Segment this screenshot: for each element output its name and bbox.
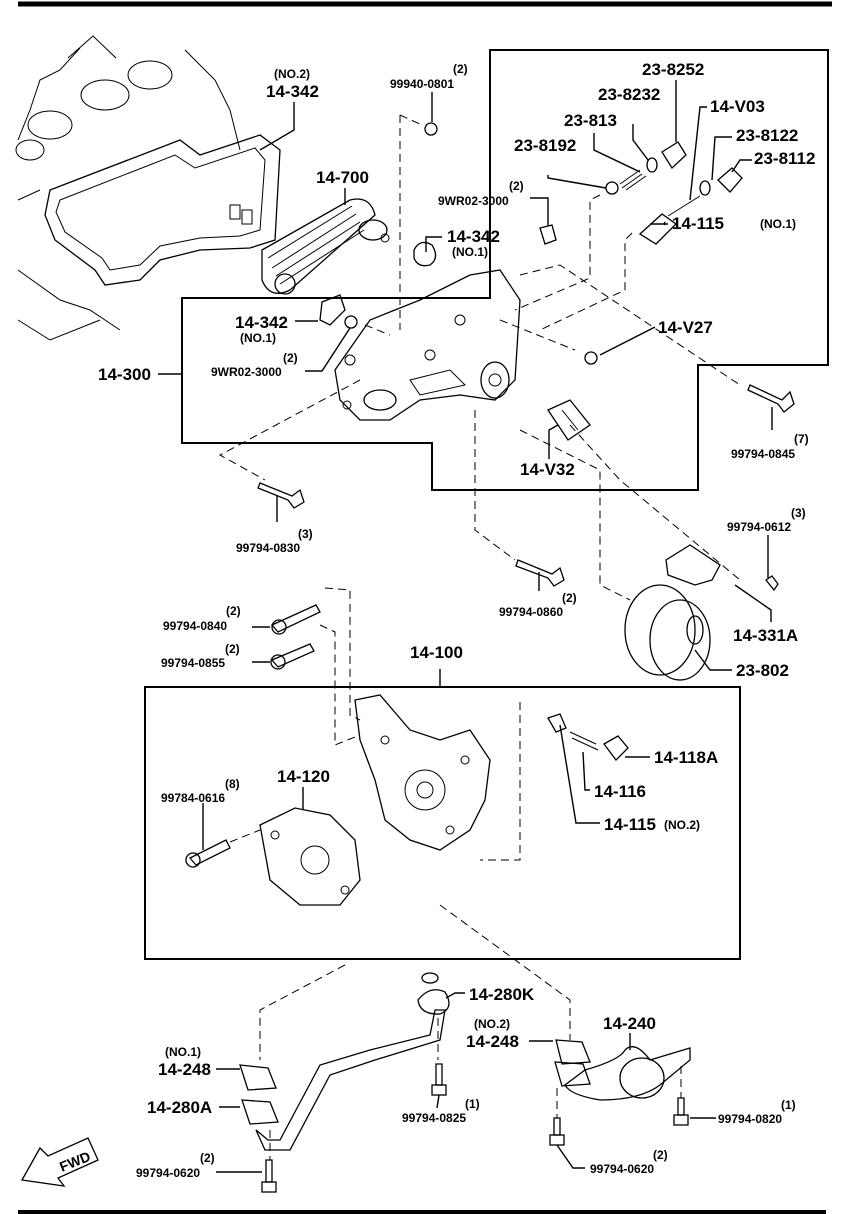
- relief-valve-parts: [547, 141, 743, 441]
- label-qty: (3): [791, 506, 806, 520]
- label-qty: (2): [200, 1151, 215, 1165]
- frame-14-300: [181, 49, 829, 491]
- label-14-300: 14-300: [98, 365, 151, 384]
- label-note: (NO.1): [760, 217, 796, 231]
- label-23-802: 23-802: [736, 661, 789, 680]
- label-qty: (2): [283, 351, 298, 365]
- label-qty: (1): [465, 1097, 480, 1111]
- label-14-118A: 14-118A: [654, 748, 718, 767]
- label-14-115-no2: 14-115: [604, 815, 656, 834]
- label-note: (NO.2): [474, 1017, 510, 1031]
- relief-valve-lower: [547, 713, 629, 761]
- oil-pump-body-14-100: [354, 694, 491, 851]
- label-99794-0612: 99794-0612: [727, 520, 791, 534]
- label-14-342-no2: 14-342: [266, 82, 319, 101]
- oil-pipe-14-280a: [239, 972, 450, 1151]
- gasket-14-342-no2: [44, 134, 281, 286]
- oil-pump-cover-14-120: [259, 807, 361, 906]
- label-99794-0855: 99794-0855: [161, 656, 225, 670]
- label-9WR02-3000: 9WR02-3000: [211, 365, 282, 379]
- label-99794-0840: 99794-0840: [163, 619, 227, 633]
- label-qty: (2): [509, 179, 524, 193]
- label-14-120: 14-120: [277, 767, 330, 786]
- label-23-8252: 23-8252: [642, 60, 704, 79]
- label-23-8122: 23-8122: [736, 126, 798, 145]
- label-14-248-no2: 14-248: [466, 1032, 519, 1051]
- label-qty: (2): [225, 642, 240, 656]
- label-qty: (8): [225, 777, 240, 791]
- bracket-14-331a: [665, 544, 721, 586]
- label-99794-0830: 99794-0830: [236, 541, 300, 555]
- label-99940-0801: 99940-0801: [390, 77, 454, 91]
- label-note: (NO.1): [165, 1045, 201, 1059]
- label-qty: (2): [653, 1148, 668, 1162]
- label-23-8112: 23-8112: [754, 149, 815, 168]
- label-qty: (7): [794, 432, 809, 446]
- label-14-342-no1: 14-342: [235, 313, 288, 332]
- label-14-280K: 14-280K: [469, 985, 535, 1004]
- label-23-813: 23-813: [564, 111, 617, 130]
- label-14-100: 14-100: [410, 643, 463, 662]
- label-9WR02-3000: 9WR02-3000: [438, 194, 509, 208]
- label-14-248-no1: 14-248: [158, 1060, 211, 1079]
- oil-filter-23-802: [624, 584, 711, 681]
- label-14-700: 14-700: [316, 168, 369, 187]
- label-23-8192: 23-8192: [514, 136, 576, 155]
- label-qty: (3): [298, 527, 313, 541]
- label-14-240: 14-240: [603, 1014, 656, 1033]
- label-note: (NO.2): [664, 818, 700, 832]
- label-99794-0620: 99794-0620: [136, 1166, 200, 1180]
- label-qty: (2): [226, 604, 241, 618]
- label-14-V27: 14-V27: [658, 318, 713, 337]
- fwd-arrow: FWD: [20, 1137, 99, 1187]
- label-14-V32: 14-V32: [520, 460, 575, 479]
- label-note: (NO.1): [452, 245, 488, 259]
- oil-filter-body-14-300: [334, 269, 521, 421]
- part-labels: (NO.2) 14-342 (2) 99940-0801 23-8252 23-…: [98, 60, 815, 1180]
- dashed-guide-lines: [218, 114, 741, 1160]
- label-14-115-no1: 14-115: [672, 214, 724, 233]
- label-qty: (2): [562, 591, 577, 605]
- label-14-280A: 14-280A: [147, 1098, 212, 1117]
- label-note: (NO.1): [240, 331, 276, 345]
- label-qty: (1): [781, 1098, 796, 1112]
- label-14-342-no1: 14-342: [447, 227, 500, 246]
- label-99794-0860: 99794-0860: [499, 605, 563, 619]
- label-14-116: 14-116: [594, 782, 646, 801]
- label-note: (NO.2): [274, 67, 310, 81]
- oil-cooler-14-700: [261, 198, 390, 295]
- engine-block-illustration: [15, 35, 241, 341]
- label-99794-0825: 99794-0825: [402, 1111, 466, 1125]
- label-23-8232: 23-8232: [598, 85, 660, 104]
- label-99794-0845: 99794-0845: [731, 447, 795, 461]
- leader-lines: [158, 80, 773, 1173]
- oil-strainer-14-240: [554, 1039, 691, 1101]
- frame-14-100: [144, 686, 741, 960]
- label-qty: (2): [453, 62, 468, 76]
- label-14-V03: 14-V03: [710, 97, 765, 116]
- label-99794-0820: 99794-0820: [718, 1112, 782, 1126]
- label-99784-0616: 99784-0616: [161, 791, 225, 805]
- label-99794-0620: 99794-0620: [590, 1162, 654, 1176]
- label-14-331A: 14-331A: [733, 626, 798, 645]
